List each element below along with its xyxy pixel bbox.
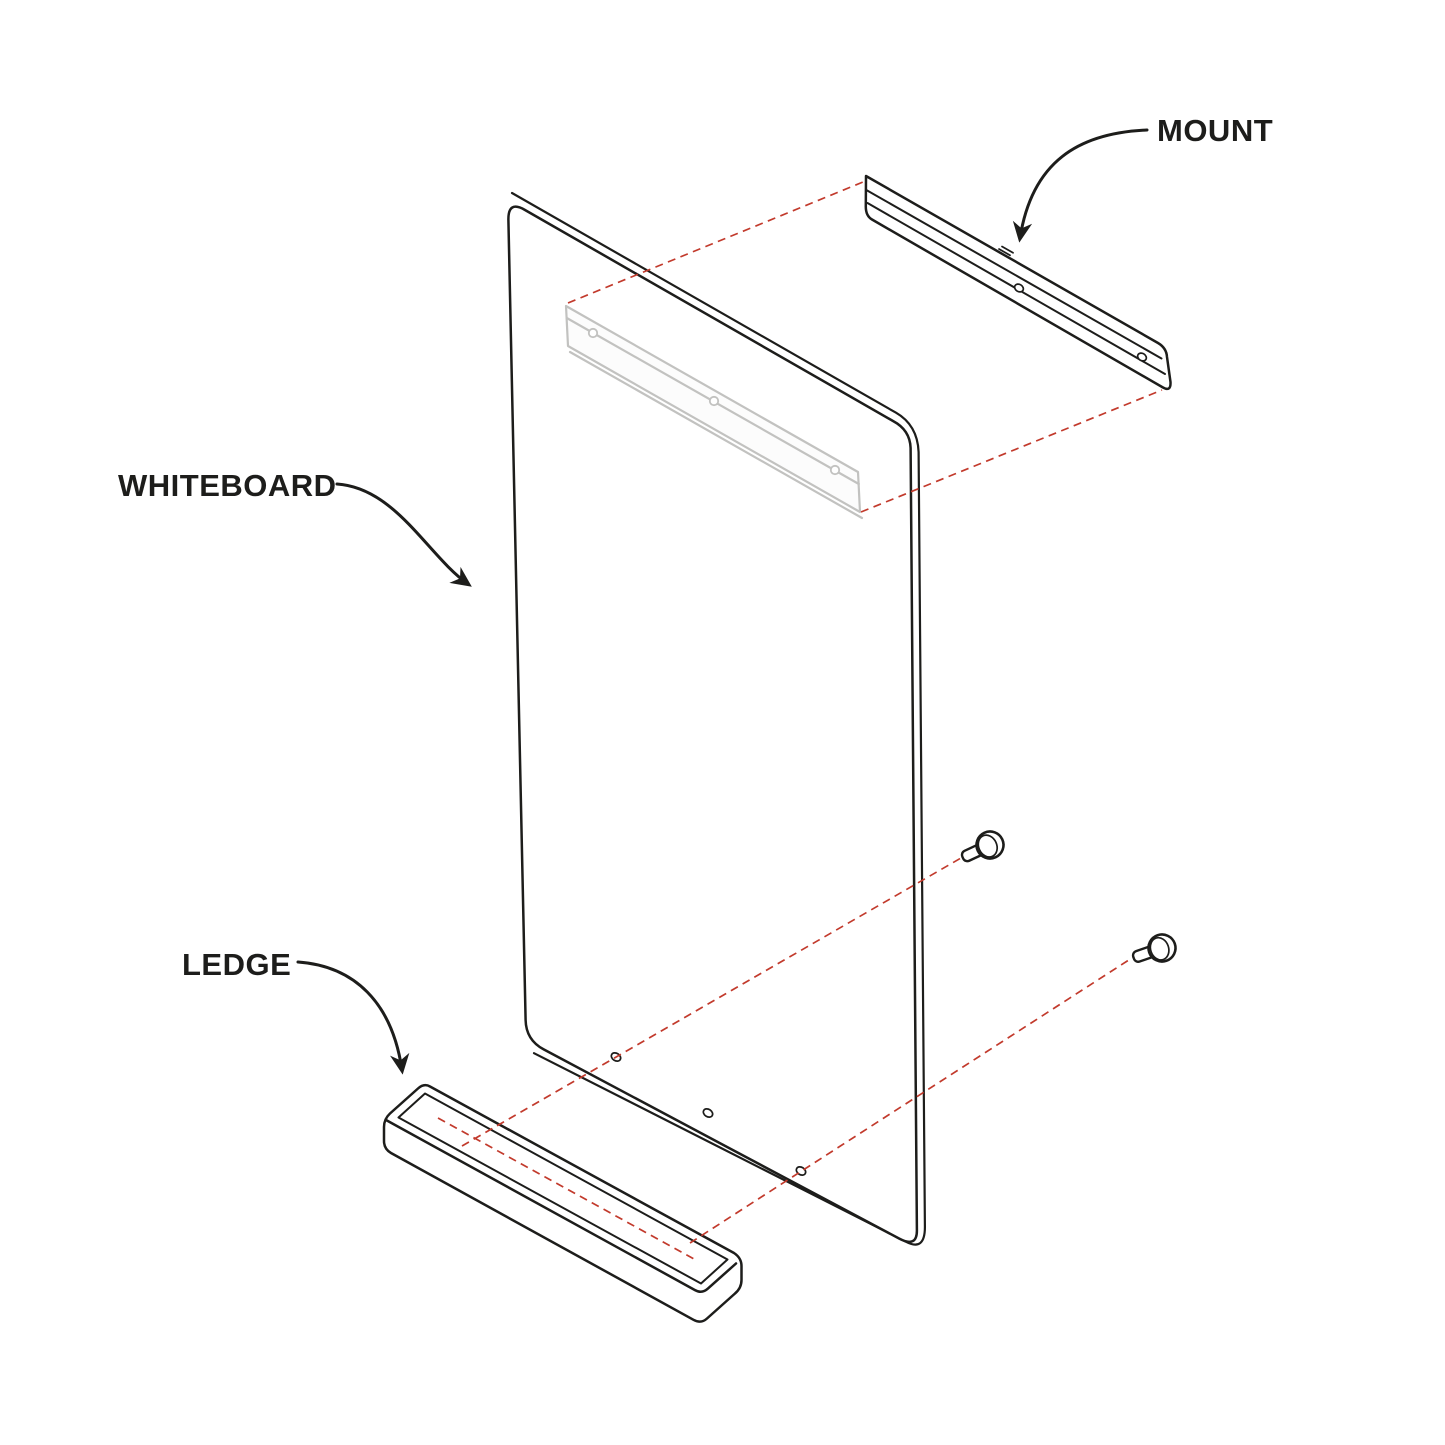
rail-screw-hole	[708, 395, 720, 407]
bracket-screw-hole	[1136, 352, 1148, 362]
mount-leader-arrow	[1012, 128, 1149, 243]
guide-screw-1	[461, 857, 962, 1147]
marker-ledge-tray	[382, 1083, 743, 1323]
thumb-screw-2	[1131, 933, 1177, 963]
alignment-guides	[437, 181, 1163, 1260]
whiteboard-face	[507, 205, 919, 1244]
ledge-leader-arrow	[296, 960, 410, 1075]
ledge-inner-lip	[397, 1092, 729, 1285]
bracket-screw-hole	[1013, 283, 1025, 293]
wall-mount-bracket	[864, 174, 1172, 391]
callouts: MOUNT WHITEBOARD LEDGE	[118, 113, 1273, 1075]
guide-ledge-interior	[437, 1117, 695, 1260]
guide-mount-top	[567, 181, 864, 304]
screw-hole	[702, 1108, 714, 1118]
whiteboard-panel	[507, 191, 927, 1246]
screw-head-dome	[1149, 936, 1170, 961]
guide-mount-bottom	[860, 389, 1163, 513]
rail-screw-hole	[587, 327, 599, 339]
rail-screw-hole	[829, 464, 841, 476]
screw-head-dome	[977, 834, 999, 858]
bracket-fold-line-upper	[865, 189, 1163, 360]
line-art-layer	[382, 174, 1172, 1323]
thumb-screws	[960, 830, 1177, 963]
bracket-keyhole-notch	[998, 245, 1014, 257]
ledge-front-rim	[384, 1118, 738, 1293]
guide-screw-2	[689, 955, 1136, 1244]
ledge-outline	[382, 1083, 743, 1323]
bracket-outline	[864, 174, 1172, 391]
thumb-screw-1	[960, 830, 1005, 863]
mount-label: MOUNT	[1157, 113, 1273, 148]
whiteboard-leader-arrow	[335, 482, 472, 587]
ledge-label: LEDGE	[182, 947, 291, 982]
whiteboard-edge-thickness	[510, 191, 927, 1246]
rail-body	[564, 304, 862, 514]
whiteboard-label: WHITEBOARD	[118, 468, 337, 503]
rail-bottom-lip	[568, 350, 864, 520]
board-mounting-rail	[564, 304, 864, 520]
